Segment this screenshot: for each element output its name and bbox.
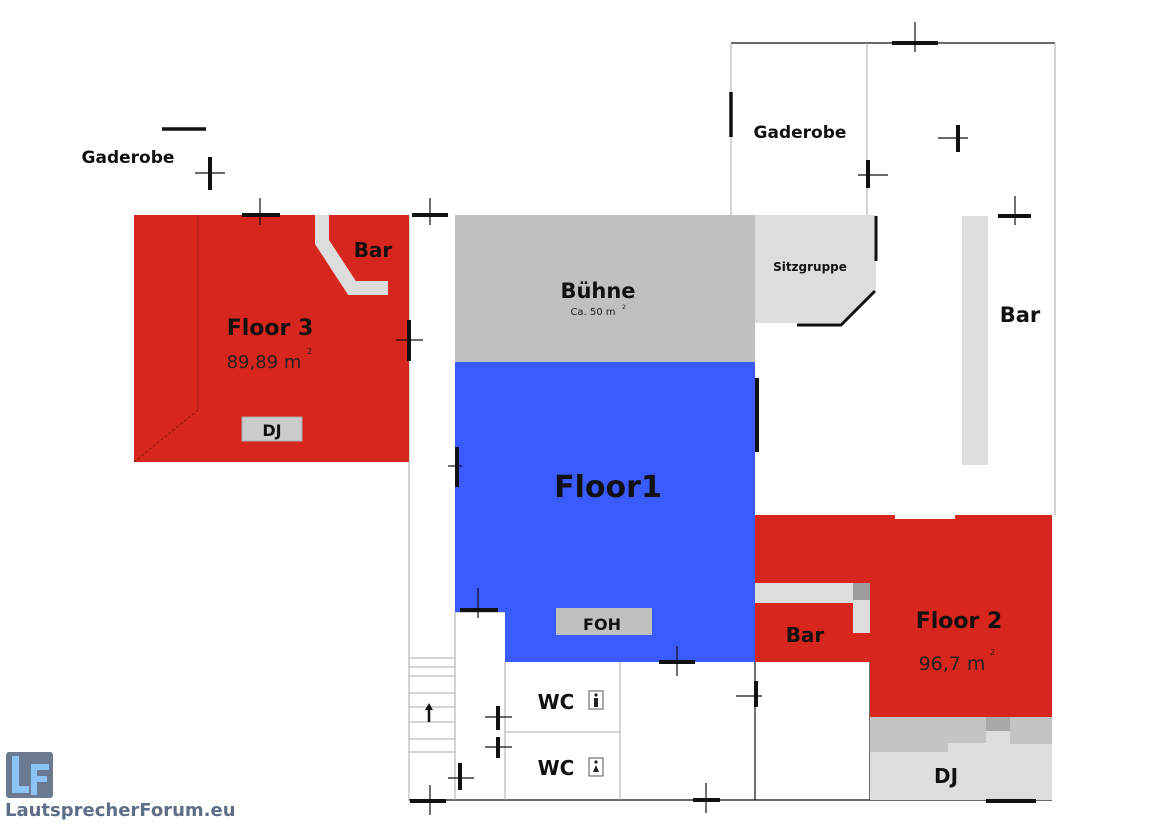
wc-rooms: WC WC bbox=[538, 690, 604, 780]
floor2-dj-label: DJ bbox=[934, 764, 958, 788]
stage-area-sup: 2 bbox=[622, 304, 626, 311]
stage-area-value: Ca. 50 m bbox=[570, 307, 615, 318]
speaker-markers bbox=[195, 22, 1036, 815]
floor3-area-value: 89,89 m bbox=[227, 352, 302, 373]
speaker-icon bbox=[659, 646, 695, 676]
site-logo: LautsprecherForum.eu bbox=[5, 752, 236, 821]
speaker-icon bbox=[858, 160, 888, 188]
stage-room: Bühne Ca. 50 m 2 bbox=[455, 215, 755, 362]
floor2-bar-counter bbox=[755, 583, 870, 603]
floor3-area-sup: 2 bbox=[307, 347, 312, 356]
speaker-icon bbox=[485, 737, 512, 758]
floor2-area-sup: 2 bbox=[990, 648, 995, 657]
foh-label: FOH bbox=[583, 615, 621, 634]
floor3-title: Floor 3 bbox=[227, 316, 314, 341]
foh-desk bbox=[556, 608, 652, 635]
speaker-icon bbox=[736, 681, 762, 707]
logo-text[interactable]: LautsprecherForum.eu bbox=[5, 800, 236, 821]
seating-room: Sitzgruppe bbox=[755, 215, 878, 327]
speaker-icon bbox=[448, 447, 462, 487]
speaker-icon bbox=[998, 196, 1031, 225]
stage-title: Bühne bbox=[560, 279, 635, 303]
wc-women-label: WC bbox=[538, 756, 575, 780]
speaker-icon bbox=[242, 198, 280, 225]
female-icon bbox=[588, 757, 604, 777]
right-bar: Bar bbox=[962, 216, 1041, 465]
cloakroom-left-label: Gaderobe bbox=[82, 148, 175, 168]
speaker-icon bbox=[195, 157, 225, 190]
floor2-area bbox=[755, 515, 1052, 717]
floor2-bar-label: Bar bbox=[786, 623, 825, 647]
male-icon bbox=[588, 690, 604, 710]
arrow-up-icon bbox=[425, 703, 433, 722]
stage-area bbox=[455, 215, 755, 362]
speaker-icon bbox=[938, 125, 968, 152]
speaker-icon bbox=[485, 706, 512, 730]
speaker-icon bbox=[892, 22, 938, 52]
floor3-dj-booth bbox=[241, 416, 303, 442]
stairs bbox=[409, 657, 455, 753]
floor3-bar-label: Bar bbox=[354, 238, 393, 262]
floor3-dj-label: DJ bbox=[262, 421, 281, 440]
right-bar-counter bbox=[962, 216, 988, 465]
speaker-icon bbox=[448, 763, 474, 790]
floor3-room: Bar Floor 3 89,89 m 2 DJ bbox=[133, 215, 409, 463]
cloakroom-right-label: Gaderobe bbox=[754, 123, 847, 143]
speaker-icon bbox=[396, 320, 423, 361]
right-bar-label: Bar bbox=[1000, 303, 1041, 327]
speaker-icon bbox=[410, 785, 446, 815]
seating-label: Sitzgruppe bbox=[773, 260, 847, 274]
floor1-title: Floor1 bbox=[554, 470, 662, 505]
floor1-area bbox=[455, 362, 755, 662]
floor1-room: Floor1 FOH bbox=[455, 362, 755, 662]
seating-area bbox=[755, 215, 876, 323]
speaker-icon bbox=[460, 588, 498, 618]
speaker-icon bbox=[693, 783, 720, 813]
floor2-title: Floor 2 bbox=[916, 609, 1003, 634]
floor2-area-value: 96,7 m bbox=[919, 653, 986, 675]
floor3-bar-counter bbox=[315, 215, 388, 295]
speaker-icon bbox=[412, 198, 448, 225]
floor2-room: Bar Floor 2 96,7 m 2 DJ bbox=[755, 515, 1052, 800]
wc-men-label: WC bbox=[538, 690, 575, 714]
